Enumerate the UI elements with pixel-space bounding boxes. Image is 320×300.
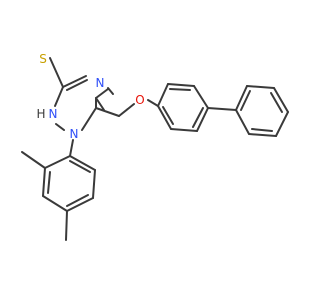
nitrogen-atom-label-ring-top: N <box>96 76 105 90</box>
bond <box>273 87 289 113</box>
bond <box>157 83 169 107</box>
bond <box>235 109 250 135</box>
bond <box>162 106 174 125</box>
bond <box>54 86 64 107</box>
bond <box>81 107 97 131</box>
bond <box>196 107 209 132</box>
bond <box>55 123 65 131</box>
bond <box>192 107 204 128</box>
nitrogen-atom-label-nh: N <box>49 107 58 121</box>
bond <box>95 88 109 99</box>
bond <box>49 57 64 88</box>
molecule-svg: S H N N N O <box>21 52 289 241</box>
bond <box>193 85 209 109</box>
bond <box>95 97 105 111</box>
bond <box>66 194 89 207</box>
bond <box>69 155 96 171</box>
bond <box>62 75 87 88</box>
bond <box>66 197 94 212</box>
nitrogen-atom-label-ring-bottom: N <box>70 127 79 141</box>
bond <box>65 210 68 241</box>
bond <box>118 103 135 117</box>
hydrogen-atom-label: H <box>36 107 45 121</box>
bond <box>248 133 277 137</box>
bonds-layer <box>21 57 289 241</box>
bond <box>92 169 96 199</box>
bond <box>169 88 191 91</box>
bond <box>42 167 46 197</box>
bond <box>47 171 51 194</box>
bond <box>44 155 71 169</box>
bond <box>235 85 248 111</box>
bond <box>69 139 74 157</box>
bond <box>21 151 46 169</box>
bond <box>147 99 159 107</box>
bond <box>270 92 283 113</box>
bond <box>157 105 172 130</box>
oxygen-atom-label: O <box>135 93 144 107</box>
bond <box>167 83 195 87</box>
bond <box>170 128 198 132</box>
bond <box>240 90 251 111</box>
sulfur-atom-label: S <box>39 52 47 66</box>
bond <box>246 85 275 89</box>
bond <box>42 195 68 212</box>
bond <box>66 79 88 91</box>
atom-labels-layer: S H N N N O <box>36 52 144 141</box>
structure-diagram: S H N N N O <box>21 52 289 241</box>
bond <box>275 111 289 137</box>
bond <box>69 160 91 173</box>
bond <box>251 128 273 132</box>
bond <box>95 107 120 117</box>
bond <box>207 107 237 111</box>
